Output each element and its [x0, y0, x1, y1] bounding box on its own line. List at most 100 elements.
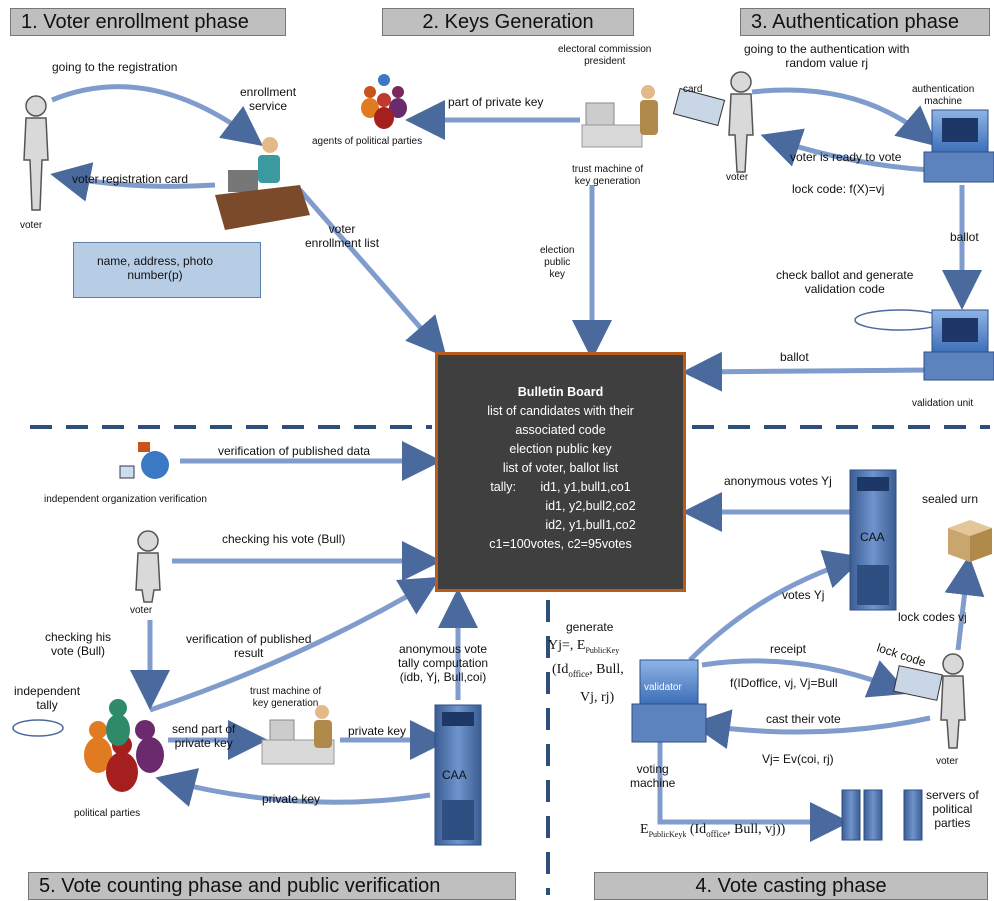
voter-info-card: [73, 242, 261, 298]
flow-arrows: [50, 84, 985, 842]
label-part-private-key: part of private key: [448, 95, 544, 109]
formula-encryption: EPublicKeyk (Idoffice, Bull, vj)): [640, 822, 786, 839]
voter-figure-auth: [728, 71, 754, 173]
label-voting-machine: voting machine: [630, 762, 676, 790]
label-receipt: receipt: [770, 642, 807, 656]
arrow-to-servers: [657, 740, 850, 842]
arrow-votes-yj: [688, 549, 865, 662]
arrow-ballot-to-board: [682, 351, 931, 392]
label-private-key-2: private key: [262, 792, 321, 806]
label-trust-machine-counting: trust machine of key generation: [250, 686, 322, 709]
label-ballot-2: ballot: [780, 350, 809, 364]
arrow-receipt: [701, 658, 910, 698]
label-going-registration: going to the registration: [52, 60, 178, 74]
caa-tower-casting-icon: [849, 469, 897, 611]
label-votes-yj: votes Yj: [782, 588, 825, 602]
label-lock-code: lock code: f(X)=vj: [792, 182, 885, 196]
label-trust-machine: trust machine of key generation: [572, 164, 644, 187]
arrow-verif-result: [149, 576, 441, 713]
board-title: Bulletin Board: [517, 385, 604, 399]
phase-header-4: 4. Vote casting phase: [594, 872, 988, 900]
label-voter-auth: voter: [726, 172, 749, 183]
agents-group-icon: [361, 74, 407, 129]
label-president: electoral commission president: [558, 44, 652, 67]
board-line: id2, y1,bull1,co2: [545, 518, 636, 532]
independent-org-icon: [119, 442, 169, 479]
label-check-ballot: check ballot and generate validation cod…: [776, 268, 914, 296]
label-anon-votes: anonymous votes Yj: [724, 474, 832, 488]
arrow-to-authentication: [751, 87, 938, 147]
phase-header-5: 5. Vote counting phase and public verifi…: [28, 872, 516, 900]
auth-card-icon: [672, 87, 726, 127]
formula-id-office: (Idoffice, Bull,: [552, 662, 624, 679]
label-lock-codes: lock codes vj: [898, 610, 967, 624]
board-line: c1=100votes, c2=95votes: [489, 537, 632, 551]
board-line: associated code: [515, 423, 606, 437]
label-generate: generate: [566, 620, 614, 634]
label-independent-tally: independent tally: [14, 684, 81, 712]
sealed-urn-icon: [948, 520, 992, 562]
label-voter-enroll: voter: [20, 220, 43, 231]
label-enrollment-service: enrollment service: [240, 85, 297, 113]
label-validator: validator: [644, 682, 682, 693]
label-card: card: [683, 84, 703, 95]
voter-figure-casting: [940, 653, 966, 749]
board-line: list of voter, ballot list: [502, 461, 619, 475]
board-line: election public key: [509, 442, 612, 456]
label-enrollment-list: voter enrollment list: [305, 222, 380, 250]
caa-tower-counting-icon: [434, 704, 482, 846]
label-ready-to-vote: voter is ready to vote: [790, 150, 902, 164]
loop-tally: [12, 719, 64, 737]
lock-code-card-icon: [893, 665, 943, 701]
label-independent-org: independent organization verification: [44, 494, 207, 505]
arrow-registration-card: [50, 162, 216, 202]
bulletin-board: Bulletin Board list of candidates with t…: [435, 352, 686, 592]
info-card-text: name, address, photo number(p): [96, 254, 214, 282]
label-agents: agents of political parties: [312, 136, 423, 147]
label-party-servers: servers of political parties: [926, 788, 979, 830]
label-checking-vote: checking his vote (Bull): [222, 532, 346, 546]
label-send-part: send part of private key: [172, 722, 236, 750]
enrollment-officer-icon: [215, 137, 310, 230]
label-f-formula: f(IDoffice, vj, Vj=Bull: [730, 676, 838, 690]
label-voter-counting: voter: [130, 605, 153, 616]
phase-header-1: 1. Voter enrollment phase: [10, 8, 286, 36]
label-vj-formula: Vj= Ev(coi, rj): [762, 752, 834, 766]
phase-header-3: 3. Authentication phase: [740, 8, 990, 36]
arrow-private-key-back: [155, 768, 431, 807]
formula-vj-rj: Vj, rj): [580, 690, 615, 705]
label-election-public-key: election public key: [540, 245, 575, 280]
label-checking-vote-2: checking his vote (Bull): [45, 630, 112, 658]
arrow-enrollment-list: [298, 188, 447, 358]
label-verif-result: verification of published result: [186, 632, 312, 660]
label-caa-casting: CAA: [860, 530, 885, 544]
phase-dividers: [30, 425, 990, 895]
formula-yj: Yj=, EPublicKey: [548, 638, 620, 655]
label-voter-casting: voter: [936, 756, 959, 767]
label-going-authentication: going to the authentication with random …: [744, 42, 910, 70]
political-parties-icon: [84, 699, 164, 792]
label-private-key-1: private key: [348, 724, 407, 738]
arrow-cast-vote: [690, 709, 931, 750]
authentication-machine-icon: [923, 109, 994, 183]
validator-machine-icon: [631, 659, 707, 743]
validation-unit-icon: [923, 309, 994, 381]
label-verification-data: verification of published data: [218, 444, 371, 458]
phase-header-2: 2. Keys Generation: [382, 8, 634, 36]
board-line: tally: id1, y1,bull1,co1: [490, 480, 631, 494]
voter-figure-counting: [135, 530, 161, 603]
label-anon-tally: anonymous vote tally computation (idb, Y…: [398, 642, 489, 684]
arrow-ready-to-vote: [760, 128, 931, 173]
label-auth-machine: authentication machine: [912, 84, 975, 107]
label-registration-card: voter registration card: [72, 172, 189, 186]
label-sealed-urn: sealed urn: [922, 492, 979, 506]
label-ballot-1: ballot: [950, 230, 979, 244]
label-caa-counting: CAA: [442, 768, 467, 782]
commission-president-icon: [581, 85, 658, 148]
board-line: list of candidates with their: [487, 404, 634, 418]
trust-machine-counting-icon: [261, 705, 335, 765]
label-political-parties: political parties: [74, 808, 141, 819]
label-validation-unit: validation unit: [912, 398, 974, 409]
party-servers-icon: [841, 789, 923, 841]
